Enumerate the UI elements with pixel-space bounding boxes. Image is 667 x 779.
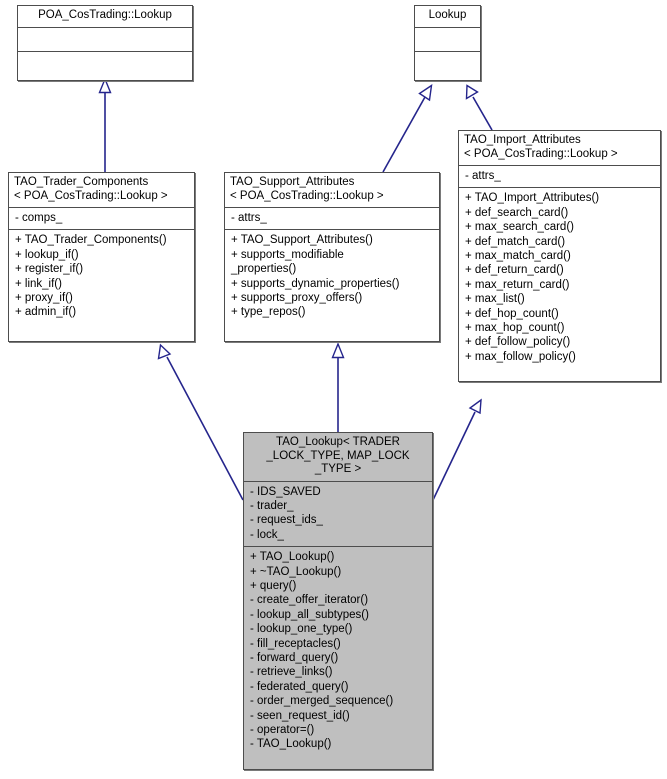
operation-row: + ~TAO_Lookup() — [250, 565, 342, 578]
operation-row: - lookup_all_subtypes() — [250, 608, 369, 621]
attribute-row: - attrs_ — [231, 212, 267, 224]
operation-row: - TAO_Lookup() — [250, 738, 332, 751]
operation-row: + def_hop_count() — [465, 307, 559, 320]
edge-support-attributes-to-lookup — [382, 84, 433, 173]
operation-row: + max_list() — [465, 293, 525, 306]
attribute-row: - attrs_ — [465, 170, 501, 182]
operation-row: + max_follow_policy() — [465, 350, 576, 363]
operation-row: + max_hop_count() — [465, 322, 565, 335]
edge-tao-lookup-to-trader-components — [157, 343, 244, 501]
operation-row: + supports_proxy_offers() — [231, 292, 363, 305]
class-operations-tao-trader-components: + TAO_Trader_Components() + lookup_if() … — [9, 229, 194, 323]
operation-row: + TAO_Import_Attributes() — [465, 192, 600, 205]
operation-row: + max_return_card() — [465, 278, 570, 291]
operation-row: + register_if() — [15, 263, 84, 276]
class-box-lookup[interactable]: Lookup — [414, 5, 481, 81]
operation-row: + type_repos() — [231, 306, 306, 319]
operation-row: - fill_receptacles() — [250, 637, 341, 650]
class-attributes-lookup — [415, 26, 480, 51]
class-title-lookup: Lookup — [428, 9, 467, 21]
attribute-row: - trader_ — [250, 499, 294, 512]
edge-tao-lookup-to-support-attributes — [331, 342, 345, 432]
operation-row: + TAO_Support_Attributes() — [231, 234, 373, 247]
operation-row: + def_return_card() — [465, 264, 564, 277]
operation-row: + TAO_Trader_Components() — [15, 234, 167, 247]
class-attributes-tao-support-attributes: - attrs_ — [225, 207, 439, 229]
operation-row: - order_merged_sequence() — [250, 695, 394, 708]
class-box-tao-import-attributes[interactable]: TAO_Import_Attributes < POA_CosTrading::… — [458, 130, 661, 382]
class-attributes-poa-costrading-lookup — [18, 26, 192, 51]
class-attributes-tao-lookup: - IDS_SAVED - trader_ - request_ids_ - l… — [244, 480, 432, 547]
operation-row: + def_search_card() — [465, 206, 569, 219]
class-operations-tao-lookup: + TAO_Lookup() + ~TAO_Lookup() + query()… — [244, 546, 432, 756]
operation-row: + def_follow_policy() — [465, 336, 571, 349]
operation-row: - seen_request_id() — [250, 709, 350, 722]
class-title-tao-support-attributes: TAO_Support_Attributes < POA_CosTrading:… — [230, 176, 384, 202]
class-title-tao-lookup: TAO_Lookup< TRADER _LOCK_TYPE, MAP_LOCK … — [266, 436, 410, 475]
attribute-row: - comps_ — [15, 212, 63, 224]
class-box-tao-trader-components[interactable]: TAO_Trader_Components < POA_CosTrading::… — [8, 172, 195, 342]
operation-row: + admin_if() — [15, 306, 77, 319]
edge-tao-lookup-to-import-attributes — [432, 398, 482, 501]
operation-row: - lookup_one_type() — [250, 623, 353, 636]
operation-row: + max_search_card() — [465, 221, 574, 234]
operation-row: + link_if() — [15, 277, 62, 290]
operation-row: + TAO_Lookup() — [250, 551, 335, 564]
operation-row: - retrieve_links() — [250, 666, 333, 679]
operation-row: + supports_modifiable _properties() — [231, 248, 344, 276]
class-attributes-tao-trader-components: - comps_ — [9, 207, 194, 229]
edge-trader-components-to-poa-lookup — [98, 77, 112, 172]
operation-row: - operator=() — [250, 724, 315, 736]
class-title-tao-trader-components: TAO_Trader_Components < POA_CosTrading::… — [14, 176, 168, 202]
operation-row: - federated_query() — [250, 680, 349, 693]
operation-row: + max_match_card() — [465, 250, 571, 263]
class-box-tao-lookup[interactable]: TAO_Lookup< TRADER _LOCK_TYPE, MAP_LOCK … — [243, 432, 433, 770]
operation-row: - forward_query() — [250, 651, 339, 664]
operation-row: + proxy_if() — [15, 292, 73, 305]
attribute-row: - request_ids_ — [250, 514, 323, 527]
operation-row: + query() — [250, 579, 297, 592]
class-title-poa-costrading-lookup: POA_CosTrading::Lookup — [38, 9, 172, 21]
class-box-poa-costrading-lookup[interactable]: POA_CosTrading::Lookup — [17, 5, 193, 81]
attribute-row: - lock_ — [250, 528, 284, 541]
class-operations-lookup — [415, 50, 480, 76]
edge-import-attributes-to-lookup — [465, 84, 493, 131]
operation-row: + supports_dynamic_properties() — [231, 277, 400, 290]
operation-row: + def_match_card() — [465, 235, 566, 248]
operation-row: - create_offer_iterator() — [250, 594, 369, 607]
class-box-tao-support-attributes[interactable]: TAO_Support_Attributes < POA_CosTrading:… — [224, 172, 440, 342]
class-title-tao-import-attributes: TAO_Import_Attributes < POA_CosTrading::… — [464, 134, 618, 160]
class-operations-tao-import-attributes: + TAO_Import_Attributes() + def_search_c… — [459, 187, 660, 368]
class-operations-poa-costrading-lookup — [18, 50, 192, 76]
class-operations-tao-support-attributes: + TAO_Support_Attributes() + supports_mo… — [225, 229, 439, 323]
attribute-row: - IDS_SAVED — [250, 485, 321, 498]
operation-row: + lookup_if() — [15, 248, 79, 261]
class-attributes-tao-import-attributes: - attrs_ — [459, 165, 660, 187]
